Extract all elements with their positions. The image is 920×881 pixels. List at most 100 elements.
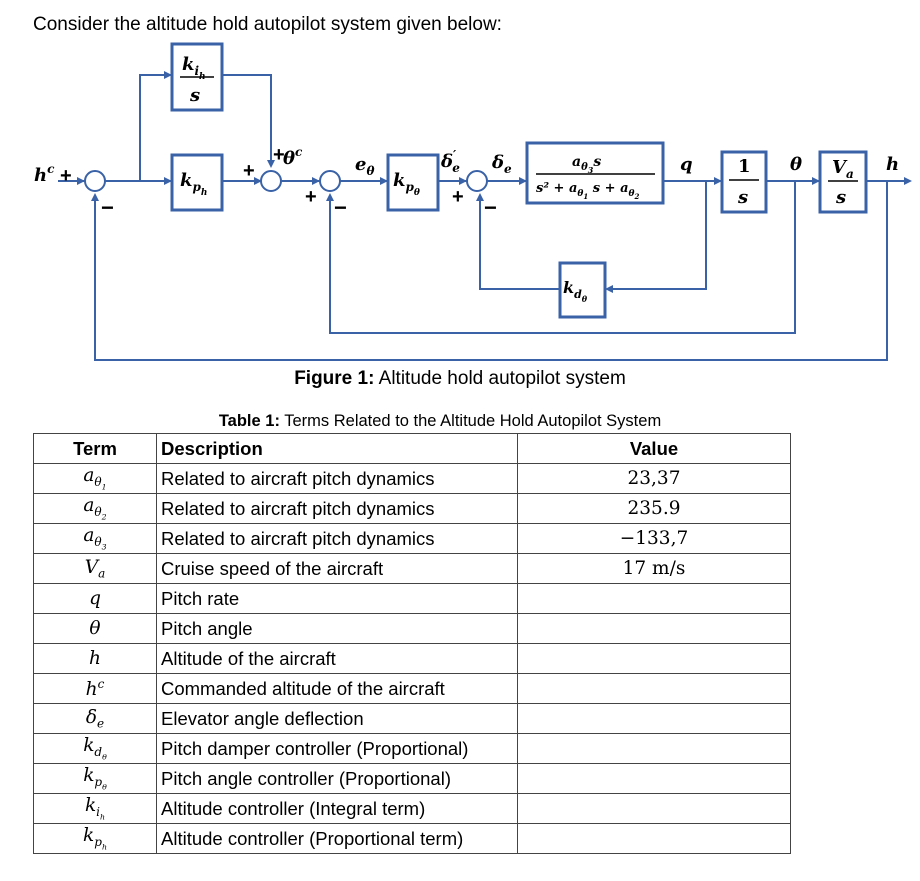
sign-plus: + — [305, 186, 317, 208]
block-diagram: kih s kph kpθ aθ3s s² + aθ1 s + aθ2 1 s … — [34, 42, 912, 361]
svg-text:s² + aθ1 s + aθ2: s² + aθ1 s + aθ2 — [536, 181, 640, 201]
block-kptheta: kpθ — [386, 153, 440, 212]
sign-minus: − — [484, 195, 497, 220]
block-va-over-s: Va s — [818, 150, 868, 214]
value-cell — [517, 583, 791, 614]
description-cell: Cruise speed of the aircraft — [156, 553, 518, 584]
block-kih: kih s — [170, 42, 224, 112]
label-e-theta: eθ — [355, 154, 374, 178]
term-cell: aθ2 — [33, 493, 157, 524]
block-kdtheta: kdθ — [558, 261, 607, 319]
label-theta-c: θc — [283, 145, 303, 169]
svg-text:Va: Va — [832, 157, 854, 181]
description-cell: Altitude controller (Proportional term) — [156, 823, 518, 854]
table-header-row: Term Description Value — [33, 433, 791, 464]
block-plant: aθ3s s² + aθ1 s + aθ2 — [525, 141, 665, 205]
description-cell: Pitch rate — [156, 583, 518, 614]
value-cell — [517, 673, 791, 704]
block-integrator: 1 s — [720, 150, 768, 214]
svg-text:aθ3s: aθ3s — [572, 154, 601, 175]
sign-minus: − — [334, 195, 347, 220]
label-q: q — [680, 154, 693, 175]
svg-text:s: s — [835, 187, 846, 208]
description-cell: Elevator angle deflection — [156, 703, 518, 734]
label-hc: hc — [34, 162, 55, 186]
term-cell: h — [33, 643, 157, 674]
value-cell — [517, 703, 791, 734]
description-cell: Related to aircraft pitch dynamics — [156, 463, 518, 494]
value-cell — [517, 613, 791, 644]
description-cell: Related to aircraft pitch dynamics — [156, 493, 518, 524]
signal-lines — [58, 74, 906, 361]
term-cell: kpθ — [33, 763, 157, 794]
value-cell: −133,7 — [517, 523, 791, 554]
svg-text:kph: kph — [180, 170, 207, 198]
svg-text:kpθ: kpθ — [393, 170, 420, 198]
intro-text: Consider the altitude hold autopilot sys… — [33, 14, 502, 35]
sum-junction-theta-c — [260, 170, 282, 192]
description-cell: Altitude controller (Integral term) — [156, 793, 518, 824]
value-cell — [517, 643, 791, 674]
value-cell — [517, 793, 791, 824]
svg-text:1: 1 — [738, 156, 751, 177]
description-cell: Pitch angle controller (Proportional) — [156, 763, 518, 794]
value-cell — [517, 733, 791, 764]
svg-text:s: s — [737, 187, 748, 208]
description-cell: Pitch damper controller (Proportional) — [156, 733, 518, 764]
sign-minus: − — [101, 195, 114, 220]
figure-caption: Figure 1: Altitude hold autopilot system — [294, 368, 626, 389]
arrowheads — [77, 71, 912, 293]
term-cell: kph — [33, 823, 157, 854]
term-cell: δe — [33, 703, 157, 734]
header-term: Term — [33, 433, 157, 464]
term-cell: aθ3 — [33, 523, 157, 554]
sign-plus: + — [243, 160, 255, 182]
header-description: Description — [156, 433, 518, 464]
term-cell: q — [33, 583, 157, 614]
description-cell: Commanded altitude of the aircraft — [156, 673, 518, 704]
term-cell: kdθ — [33, 733, 157, 764]
description-cell: Related to aircraft pitch dynamics — [156, 523, 518, 554]
header-value: Value — [517, 433, 791, 464]
label-delta-e-prime: δ′e — [440, 148, 460, 175]
value-cell — [517, 763, 791, 794]
sum-junction-altitude — [84, 170, 106, 192]
term-cell: hc — [33, 673, 157, 704]
label-theta: θ — [790, 154, 802, 175]
sum-junction-damper — [466, 170, 488, 192]
svg-text:kdθ: kdθ — [563, 278, 588, 304]
value-cell: 23,37 — [517, 463, 791, 494]
svg-text:s: s — [189, 85, 200, 106]
sum-junction-pitch — [319, 170, 341, 192]
sign-plus: + — [273, 144, 285, 166]
term-cell: Va — [33, 553, 157, 584]
label-delta-e: δe — [491, 152, 512, 176]
term-cell: kih — [33, 793, 157, 824]
block-kph: kph — [170, 153, 224, 212]
description-cell: Pitch angle — [156, 613, 518, 644]
sign-plus: + — [452, 186, 464, 208]
label-h: h — [886, 154, 899, 175]
term-cell: aθ1 — [33, 463, 157, 494]
term-cell: θ — [33, 613, 157, 644]
table-caption: Table 1: Terms Related to the Altitude H… — [218, 412, 662, 430]
description-cell: Altitude of the aircraft — [156, 643, 518, 674]
value-cell — [517, 823, 791, 854]
value-cell: 17 m/s — [517, 553, 791, 584]
value-cell: 235.9 — [517, 493, 791, 524]
sign-plus: + — [60, 165, 72, 187]
